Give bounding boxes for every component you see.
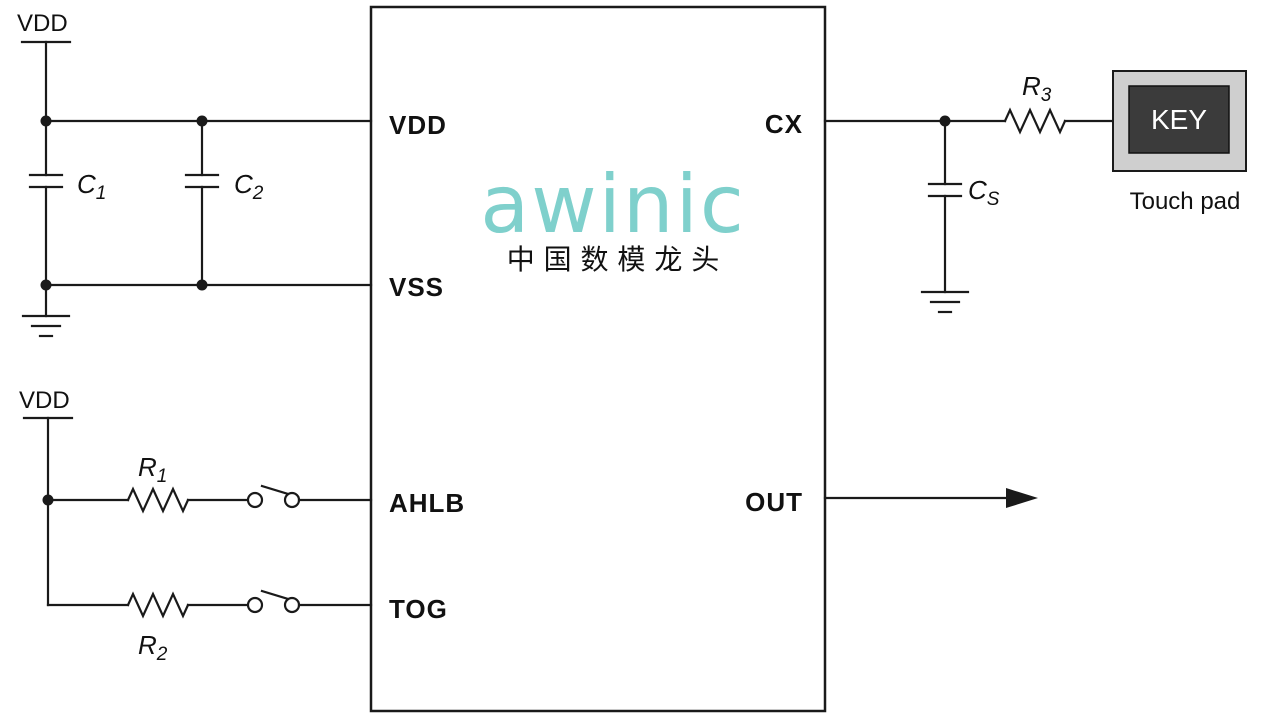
- logo-slogan: 中 国 数 模 龙 头: [507, 243, 720, 276]
- pin-vdd: VDD: [389, 110, 447, 140]
- pin-cx: CX: [765, 109, 803, 139]
- resistor-r1-name: R: [138, 452, 157, 482]
- ground-symbol: [21, 314, 71, 338]
- capacitor-c1-sub: 1: [96, 183, 107, 204]
- resistor-r1-label: R1: [138, 452, 167, 487]
- ground-symbol: [920, 290, 970, 314]
- switch-contact: [246, 596, 264, 614]
- touch-key: [1128, 85, 1230, 154]
- capacitor-cs-sub: S: [987, 189, 1000, 210]
- chip-body: [369, 5, 827, 713]
- resistor-r3-sub: 3: [1041, 85, 1052, 106]
- capacitor-c2-name: C: [234, 169, 253, 199]
- key-label: KEY: [1151, 104, 1207, 135]
- capacitor-c2-label: C2: [234, 169, 264, 204]
- resistor-r2-label: R2: [138, 630, 168, 665]
- output-arrow: [1006, 488, 1038, 508]
- supply-label-top: VDD: [17, 10, 68, 37]
- supply-label-bottom: VDD: [19, 387, 70, 414]
- resistor-r2: [126, 591, 190, 619]
- capacitor-c1-name: C: [77, 169, 96, 199]
- capacitor-c2-sub: 2: [252, 183, 264, 204]
- resistor-r3-name: R: [1022, 71, 1041, 101]
- switch-contact: [246, 491, 264, 509]
- resistor-r1: [126, 486, 190, 514]
- junction-dot: [196, 279, 208, 291]
- pin-tog: TOG: [389, 594, 448, 624]
- resistor-r2-name: R: [138, 630, 157, 660]
- switch-contact: [283, 491, 301, 509]
- capacitor-c1-label: C1: [77, 169, 106, 204]
- pin-ahlb: AHLB: [389, 488, 465, 518]
- touch-pad-caption: Touch pad: [1130, 188, 1241, 215]
- awinic-logo: awinic: [480, 158, 746, 251]
- resistor-r1-sub: 1: [157, 466, 168, 487]
- capacitor-cs-name: C: [968, 175, 987, 205]
- resistor-r3: [1003, 107, 1067, 135]
- capacitor-cs-label: CS: [968, 175, 1000, 210]
- resistor-r3-label: R3: [1022, 71, 1052, 106]
- junction-dot: [40, 115, 52, 127]
- pin-vss: VSS: [389, 272, 444, 302]
- pin-out: OUT: [745, 487, 803, 517]
- resistor-r2-sub: 2: [156, 644, 168, 665]
- switch-contact: [283, 596, 301, 614]
- junction-dot: [40, 279, 52, 291]
